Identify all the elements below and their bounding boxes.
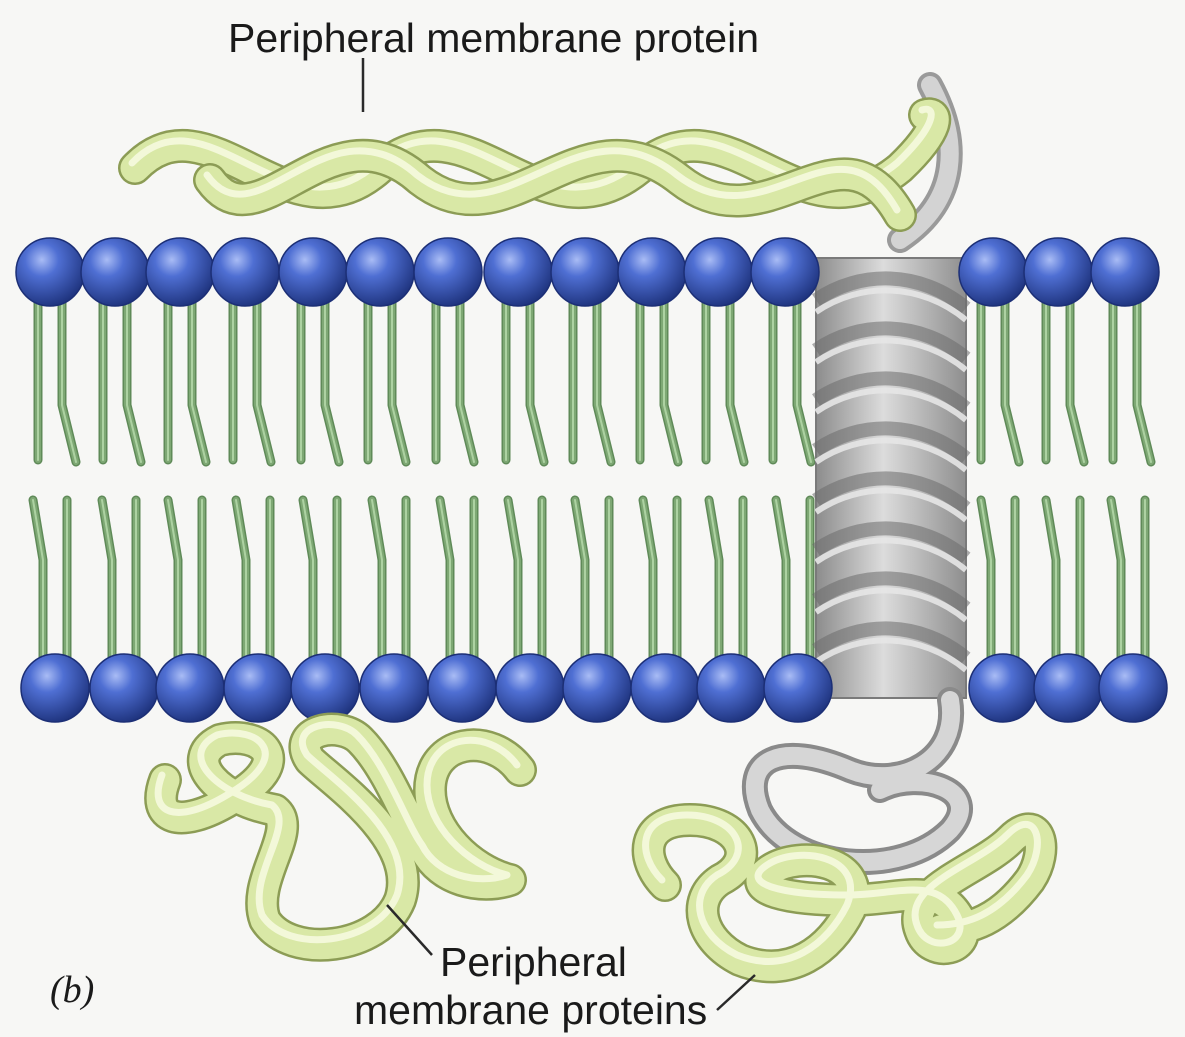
lipid-head [969,654,1037,722]
lipid-head [496,654,564,722]
lipid-head [16,238,84,306]
lipid-head [484,238,552,306]
lipid-head [346,238,414,306]
lipid-head [211,238,279,306]
lipid-head [1034,654,1102,722]
lipid-head [563,654,631,722]
top-label: Peripheral membrane protein [228,15,759,61]
bottom-label-line2: membrane proteins [354,987,707,1033]
lipid-head [631,654,699,722]
lipid-head [90,654,158,722]
lipid-head [1091,238,1159,306]
lipid-head [291,654,359,722]
lipid-head [959,238,1027,306]
lipid-head [1099,654,1167,722]
lipid-head [360,654,428,722]
lipid-head [764,654,832,722]
lipid-head [618,238,686,306]
lipid-head [697,654,765,722]
lipid-head [414,238,482,306]
lipid-head [279,238,347,306]
lipid-head [21,654,89,722]
lipid-head [146,238,214,306]
lipid-head [156,654,224,722]
lipid-head [224,654,292,722]
lipid-head [751,238,819,306]
lipid-head [551,238,619,306]
bottom-label-line1: Peripheral [440,939,627,985]
panel-label: (b) [50,969,94,1011]
lipid-head [684,238,752,306]
lipid-head [428,654,496,722]
lipid-head [81,238,149,306]
lipid-head [1024,238,1092,306]
